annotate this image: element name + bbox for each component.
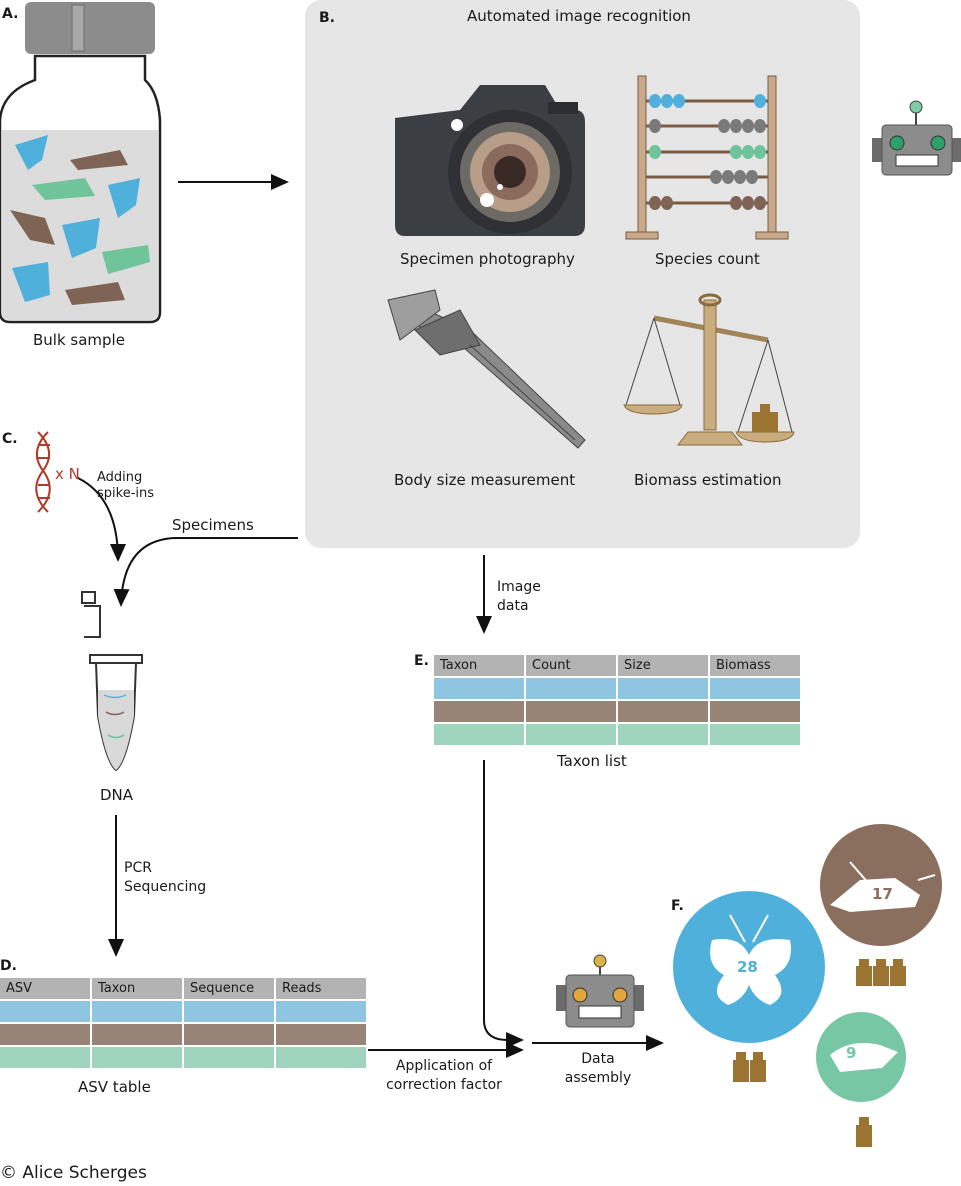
panel-label-f: F. [671, 898, 684, 914]
sample-jar-icon [0, 2, 162, 324]
reads-header: Reads [276, 978, 366, 999]
dna-multiplier: x N [55, 465, 80, 483]
data-assembly-label: Data assembly [564, 1051, 632, 1086]
weevil-silhouette-icon [830, 1042, 898, 1072]
correction-factor-label: Application of correction factor [386, 1058, 502, 1093]
taxon-list-caption: Taxon list [557, 752, 627, 770]
panel-label-b: B. [319, 10, 335, 26]
table-row [0, 1024, 366, 1045]
count-header: Count [526, 655, 616, 676]
table-row [0, 1047, 366, 1068]
bulk-sample-caption: Bulk sample [33, 331, 125, 349]
taxon-header-d: Taxon [92, 978, 182, 999]
specimens-label: Specimens [172, 516, 254, 534]
weevil-count: 9 [846, 1044, 857, 1062]
scale-icon [623, 293, 795, 446]
sequencing-label: Sequencing [124, 879, 207, 895]
panel-label-c: C. [2, 431, 18, 447]
dna-caption: DNA [100, 786, 134, 804]
camera-icon [395, 85, 585, 236]
butterfly-silhouette-icon [710, 939, 791, 1005]
taxon-list-table: Taxon Count Size Biomass [432, 655, 802, 745]
table-row [434, 701, 800, 722]
asv-table-caption: ASV table [78, 1078, 151, 1096]
panel-label-a: A. [2, 6, 19, 22]
weight-icons [733, 959, 906, 1147]
robot-icon-top [872, 100, 961, 176]
asv-header: ASV [0, 978, 90, 999]
spike-ins-label: Adding spike-ins [97, 470, 155, 501]
asv-table: ASV Taxon Sequence Reads [0, 978, 368, 1068]
panel-label-e: E. [414, 653, 429, 669]
table-row [0, 1001, 366, 1022]
caption-specimen-photography: Specimen photography [400, 250, 575, 268]
caption-body-size: Body size measurement [394, 471, 576, 489]
sequence-header: Sequence [184, 978, 274, 999]
abacus-icon [625, 75, 789, 240]
table-row [434, 724, 800, 745]
table-row [434, 678, 800, 699]
pcr-label: PCR [124, 860, 152, 876]
panel-label-d: D. [0, 958, 17, 974]
caption-species-count: Species count [655, 250, 760, 268]
biomass-header: Biomass [710, 655, 800, 676]
butterfly-count: 28 [737, 958, 758, 976]
robot-icon-bottom [556, 954, 644, 1028]
cricket-silhouette-icon [830, 878, 920, 912]
credit-text: © Alice Scherges [0, 1163, 147, 1183]
panel-b-title: Automated image recognition [467, 7, 691, 25]
image-data-label: Image data [497, 579, 541, 614]
dna-helix-icon [35, 431, 51, 513]
size-header: Size [618, 655, 708, 676]
caption-biomass: Biomass estimation [634, 471, 782, 489]
caliper-icon [387, 289, 586, 449]
cricket-count: 17 [872, 885, 893, 903]
tube-icon [81, 591, 143, 772]
taxon-header: Taxon [434, 655, 524, 676]
